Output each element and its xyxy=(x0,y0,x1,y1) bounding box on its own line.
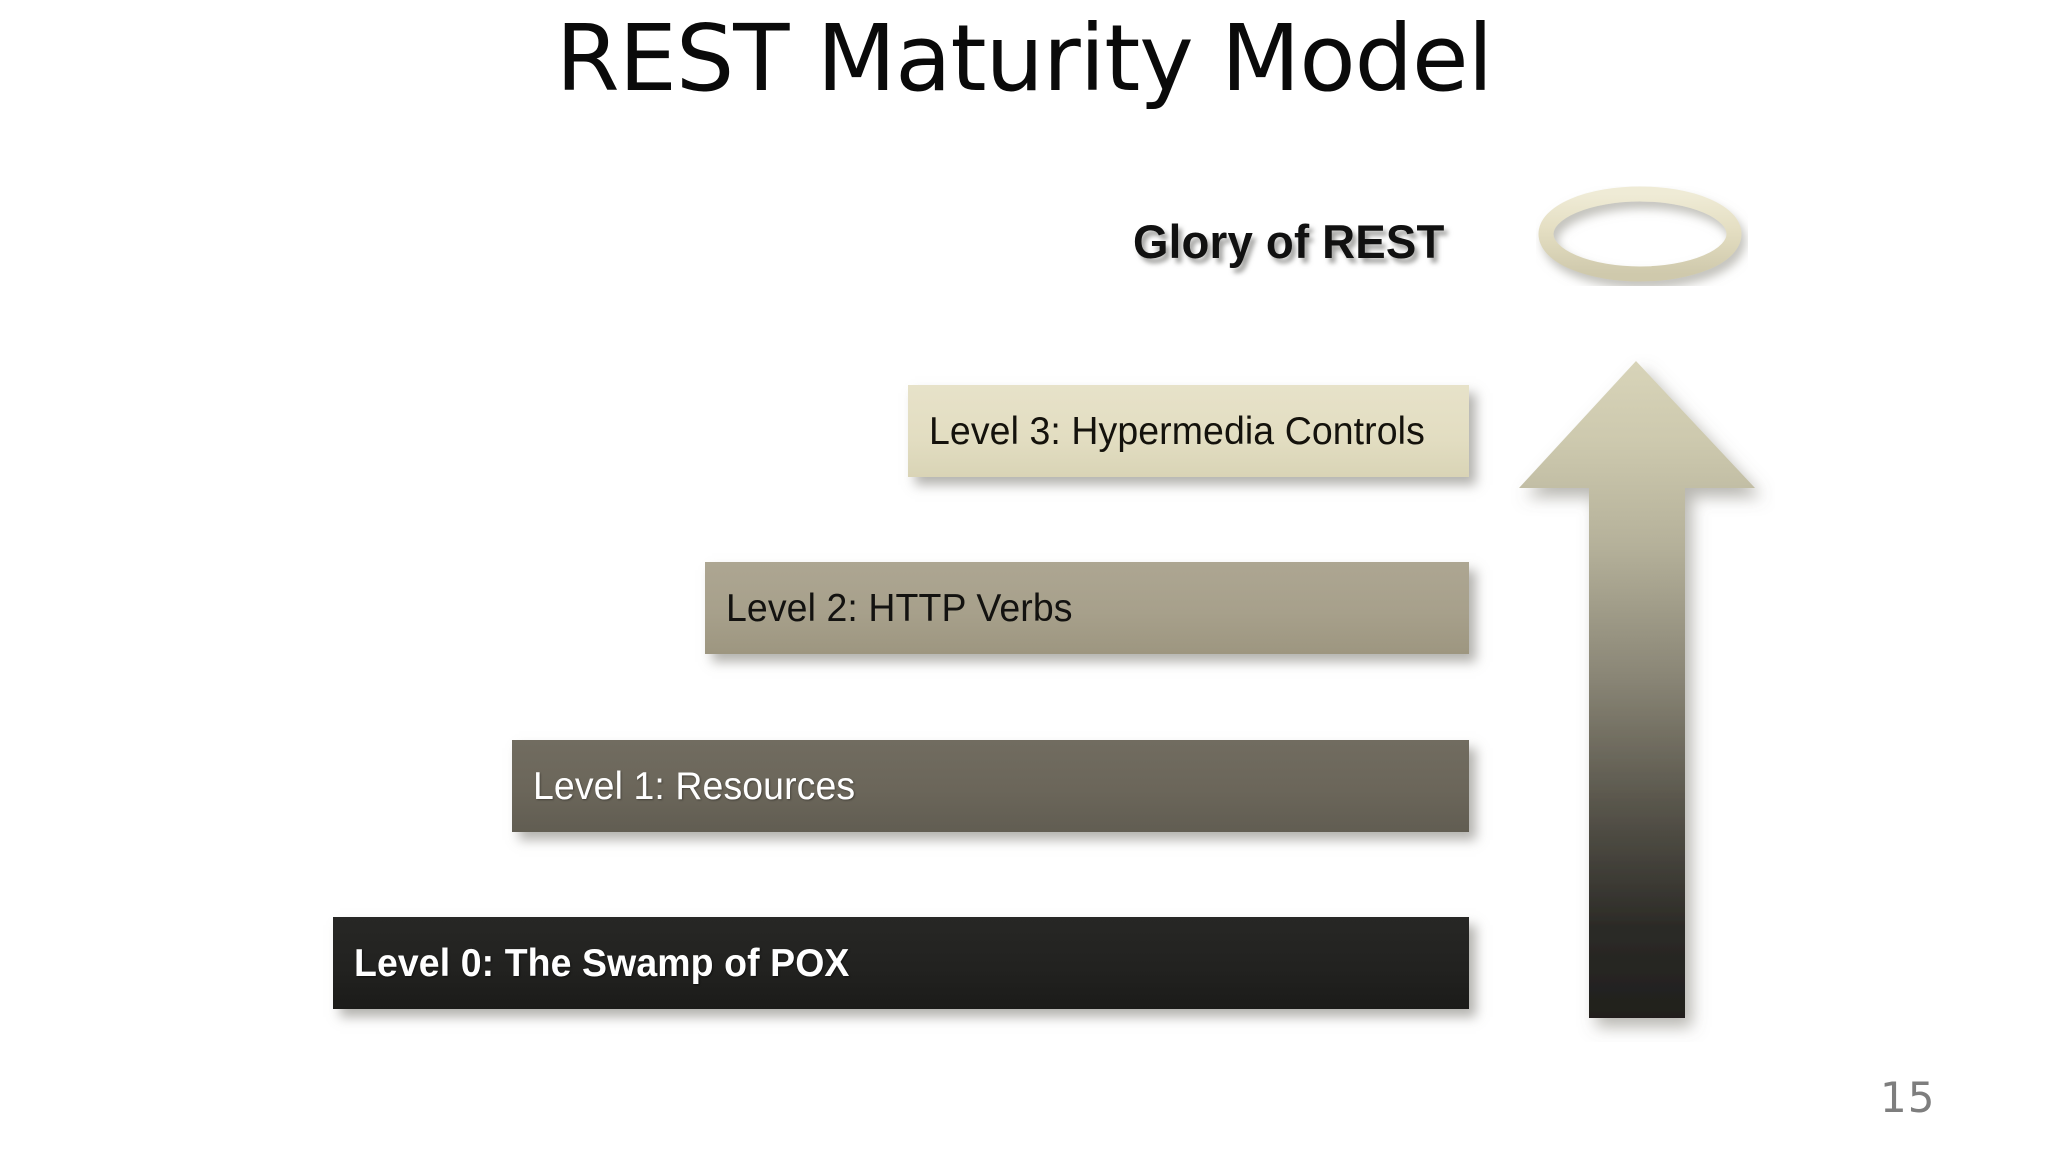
page-title: REST Maturity Model xyxy=(555,5,1493,112)
up-arrow-icon xyxy=(1505,352,1775,1042)
level-bar-3-label: Level 3: Hypermedia Controls xyxy=(929,409,1425,453)
level-bar-0[interactable]: Level 0: The Swamp of POX xyxy=(333,917,1469,1009)
level-bar-2-label: Level 2: HTTP Verbs xyxy=(726,586,1073,630)
glory-of-rest-label: Glory of REST xyxy=(1133,215,1445,268)
halo-ring-icon xyxy=(1536,186,1748,286)
level-bar-1-label: Level 1: Resources xyxy=(533,764,856,808)
page-number: 15 xyxy=(1880,1073,1936,1122)
level-bar-3[interactable]: Level 3: Hypermedia Controls xyxy=(908,385,1469,477)
level-bar-0-label: Level 0: The Swamp of POX xyxy=(354,941,850,985)
level-bar-1[interactable]: Level 1: Resources xyxy=(512,740,1469,832)
level-bar-2[interactable]: Level 2: HTTP Verbs xyxy=(705,562,1469,654)
